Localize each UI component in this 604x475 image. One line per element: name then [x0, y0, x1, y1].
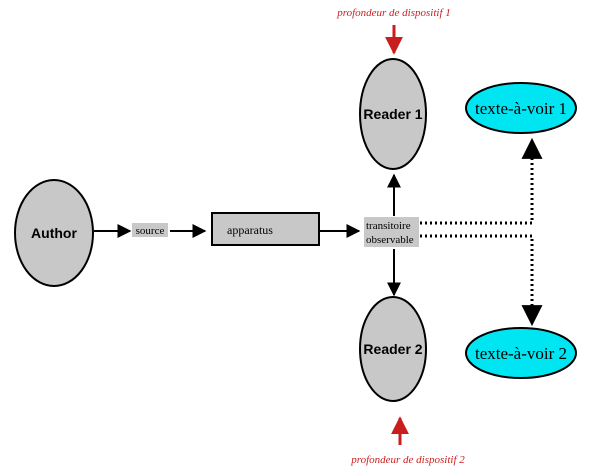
transitoire-label-line2: observable	[366, 234, 414, 246]
depth-label-bottom: profondeur de dispositif 2	[350, 454, 465, 466]
depth-label-top: profondeur de dispositif 1	[336, 7, 451, 19]
apparatus-label: apparatus	[227, 223, 273, 237]
dotted-link-texte1	[420, 137, 543, 225]
apparatus-node	[211, 212, 320, 246]
texte2-node	[465, 327, 577, 379]
texte1-label: texte-à-voir 1	[475, 99, 567, 118]
reader1-node	[359, 58, 427, 170]
texte1-node	[465, 82, 577, 134]
source-label: source	[136, 225, 165, 237]
transitoire-label-line1: transitoire	[366, 220, 411, 232]
texte2-label: texte-à-voir 2	[475, 344, 567, 363]
author-node	[14, 179, 94, 287]
dotted-link-texte2	[420, 234, 543, 327]
reader1-label: Reader 1	[363, 106, 422, 122]
reader2-node	[359, 296, 427, 402]
author-label: Author	[31, 225, 77, 241]
source-box	[132, 223, 168, 237]
reader2-label: Reader 2	[363, 341, 422, 357]
transitoire-box	[364, 217, 419, 247]
